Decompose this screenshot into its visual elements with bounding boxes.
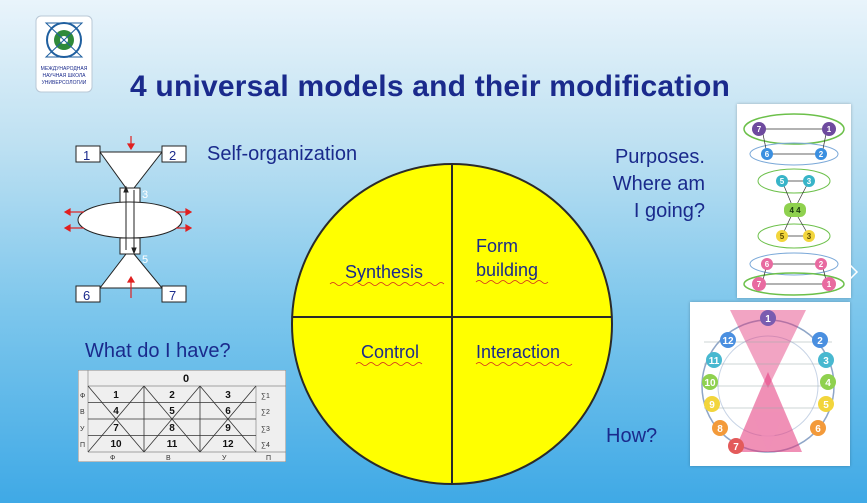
matrix-header: 0 — [183, 373, 189, 385]
purpose-node: 3 — [807, 177, 812, 186]
node-7: 7 — [169, 288, 176, 303]
self-organization-label: Self-organization — [207, 143, 358, 165]
matrix-cell: 12 — [222, 439, 234, 450]
four-models-circle: Synthesis Form building Control Interact… — [290, 162, 614, 486]
matrix-cell: 2 — [169, 390, 175, 401]
matrix-col-label: П — [266, 455, 271, 462]
how-number: 4 — [825, 378, 831, 389]
how-number: 7 — [733, 442, 739, 453]
matrix-row-label: У — [80, 426, 85, 433]
quadrant-synthesis: Synthesis — [345, 262, 423, 282]
how-number: 5 — [823, 400, 829, 411]
how-label: How? — [606, 425, 658, 447]
node-3: 3 — [142, 189, 148, 201]
matrix-sum: ∑2 — [261, 409, 270, 416]
matrix-table: 0 1 2 3 4 5 6 7 8 9 10 — [77, 369, 287, 463]
how-diagram: 1 12 2 11 3 10 4 9 5 8 6 7 — [690, 302, 850, 466]
purpose-node: 7 — [757, 280, 762, 289]
what-do-i-have-label: What do I have? — [85, 340, 231, 362]
purpose-node: 6 — [765, 150, 770, 159]
how-number: 8 — [717, 424, 723, 435]
matrix-cell: 7 — [113, 423, 119, 434]
matrix-cell: 8 — [169, 423, 175, 434]
slide-title: 4 universal models and their modificatio… — [130, 70, 730, 103]
purpose-node: 3 — [807, 232, 812, 241]
matrix-sum: ∑3 — [261, 426, 270, 433]
node-5: 5 — [142, 254, 148, 266]
self-organization-diagram: 1 2 3 5 6 7 — [62, 130, 193, 305]
matrix-col-label: У — [222, 455, 227, 462]
purposes-line-1: Purposes. — [614, 146, 705, 168]
matrix-cell: 9 — [225, 423, 231, 434]
matrix-col-label: В — [166, 455, 171, 462]
purpose-node: 4 4 — [789, 206, 801, 215]
quadrant-interaction: Interaction — [476, 342, 560, 362]
how-number: 3 — [823, 356, 829, 367]
how-number: 1 — [765, 314, 771, 325]
node-2: 2 — [169, 148, 176, 163]
purposes-diagram: 7 1 6 2 5 3 4 4 5 3 6 2 7 1 — [737, 104, 851, 298]
how-number: 11 — [709, 356, 720, 367]
matrix-cell: 4 — [113, 406, 119, 417]
matrix-cell: 10 — [110, 439, 122, 450]
matrix-col-label: Ф — [110, 455, 115, 462]
how-number: 9 — [709, 400, 715, 411]
purposes-line-3: I going? — [633, 200, 705, 222]
matrix-cell: 5 — [169, 406, 175, 417]
matrix-row-label: П — [80, 442, 85, 449]
purposes-line-2: Where am — [612, 173, 705, 195]
purpose-node: 2 — [819, 150, 824, 159]
next-slide-chevron-icon[interactable] — [845, 260, 861, 284]
logo-line-1: МЕЖДУНАРОДНАЯ — [41, 66, 88, 72]
matrix-cell: 1 — [113, 390, 119, 401]
matrix-sum: ∑1 — [261, 393, 270, 400]
matrix-sum: ∑4 — [261, 442, 270, 449]
node-1: 1 — [83, 148, 90, 163]
quadrant-form-line-2: building — [476, 260, 538, 280]
purposes-label: Purposes. Where am I going? — [560, 144, 705, 225]
matrix-cell: 6 — [225, 406, 231, 417]
how-number: 2 — [817, 336, 823, 347]
logo-line-2: НАУЧНАЯ ШКОЛА — [42, 73, 86, 79]
purpose-node: 2 — [819, 260, 824, 269]
node-6: 6 — [83, 288, 90, 303]
how-number: 10 — [704, 378, 716, 389]
how-number: 12 — [722, 336, 734, 347]
matrix-cell: 3 — [225, 390, 231, 401]
logo-line-3: УНИВЕРСОЛОГИИ — [42, 80, 87, 86]
purpose-node: 1 — [827, 280, 832, 289]
matrix-row-label: В — [80, 409, 85, 416]
purpose-node: 5 — [780, 232, 785, 241]
how-number: 6 — [815, 424, 821, 435]
matrix-row-label: Ф — [80, 393, 85, 400]
quadrant-control: Control — [361, 342, 419, 362]
purpose-node: 5 — [780, 177, 785, 186]
school-logo: МЕЖДУНАРОДНАЯ НАУЧНАЯ ШКОЛА УНИВЕРСОЛОГИ… — [34, 14, 94, 94]
quadrant-form-line-1: Form — [476, 236, 518, 256]
purpose-node: 7 — [757, 125, 762, 134]
matrix-cell: 11 — [167, 439, 178, 450]
purpose-node: 1 — [827, 125, 832, 134]
purpose-node: 6 — [765, 260, 770, 269]
